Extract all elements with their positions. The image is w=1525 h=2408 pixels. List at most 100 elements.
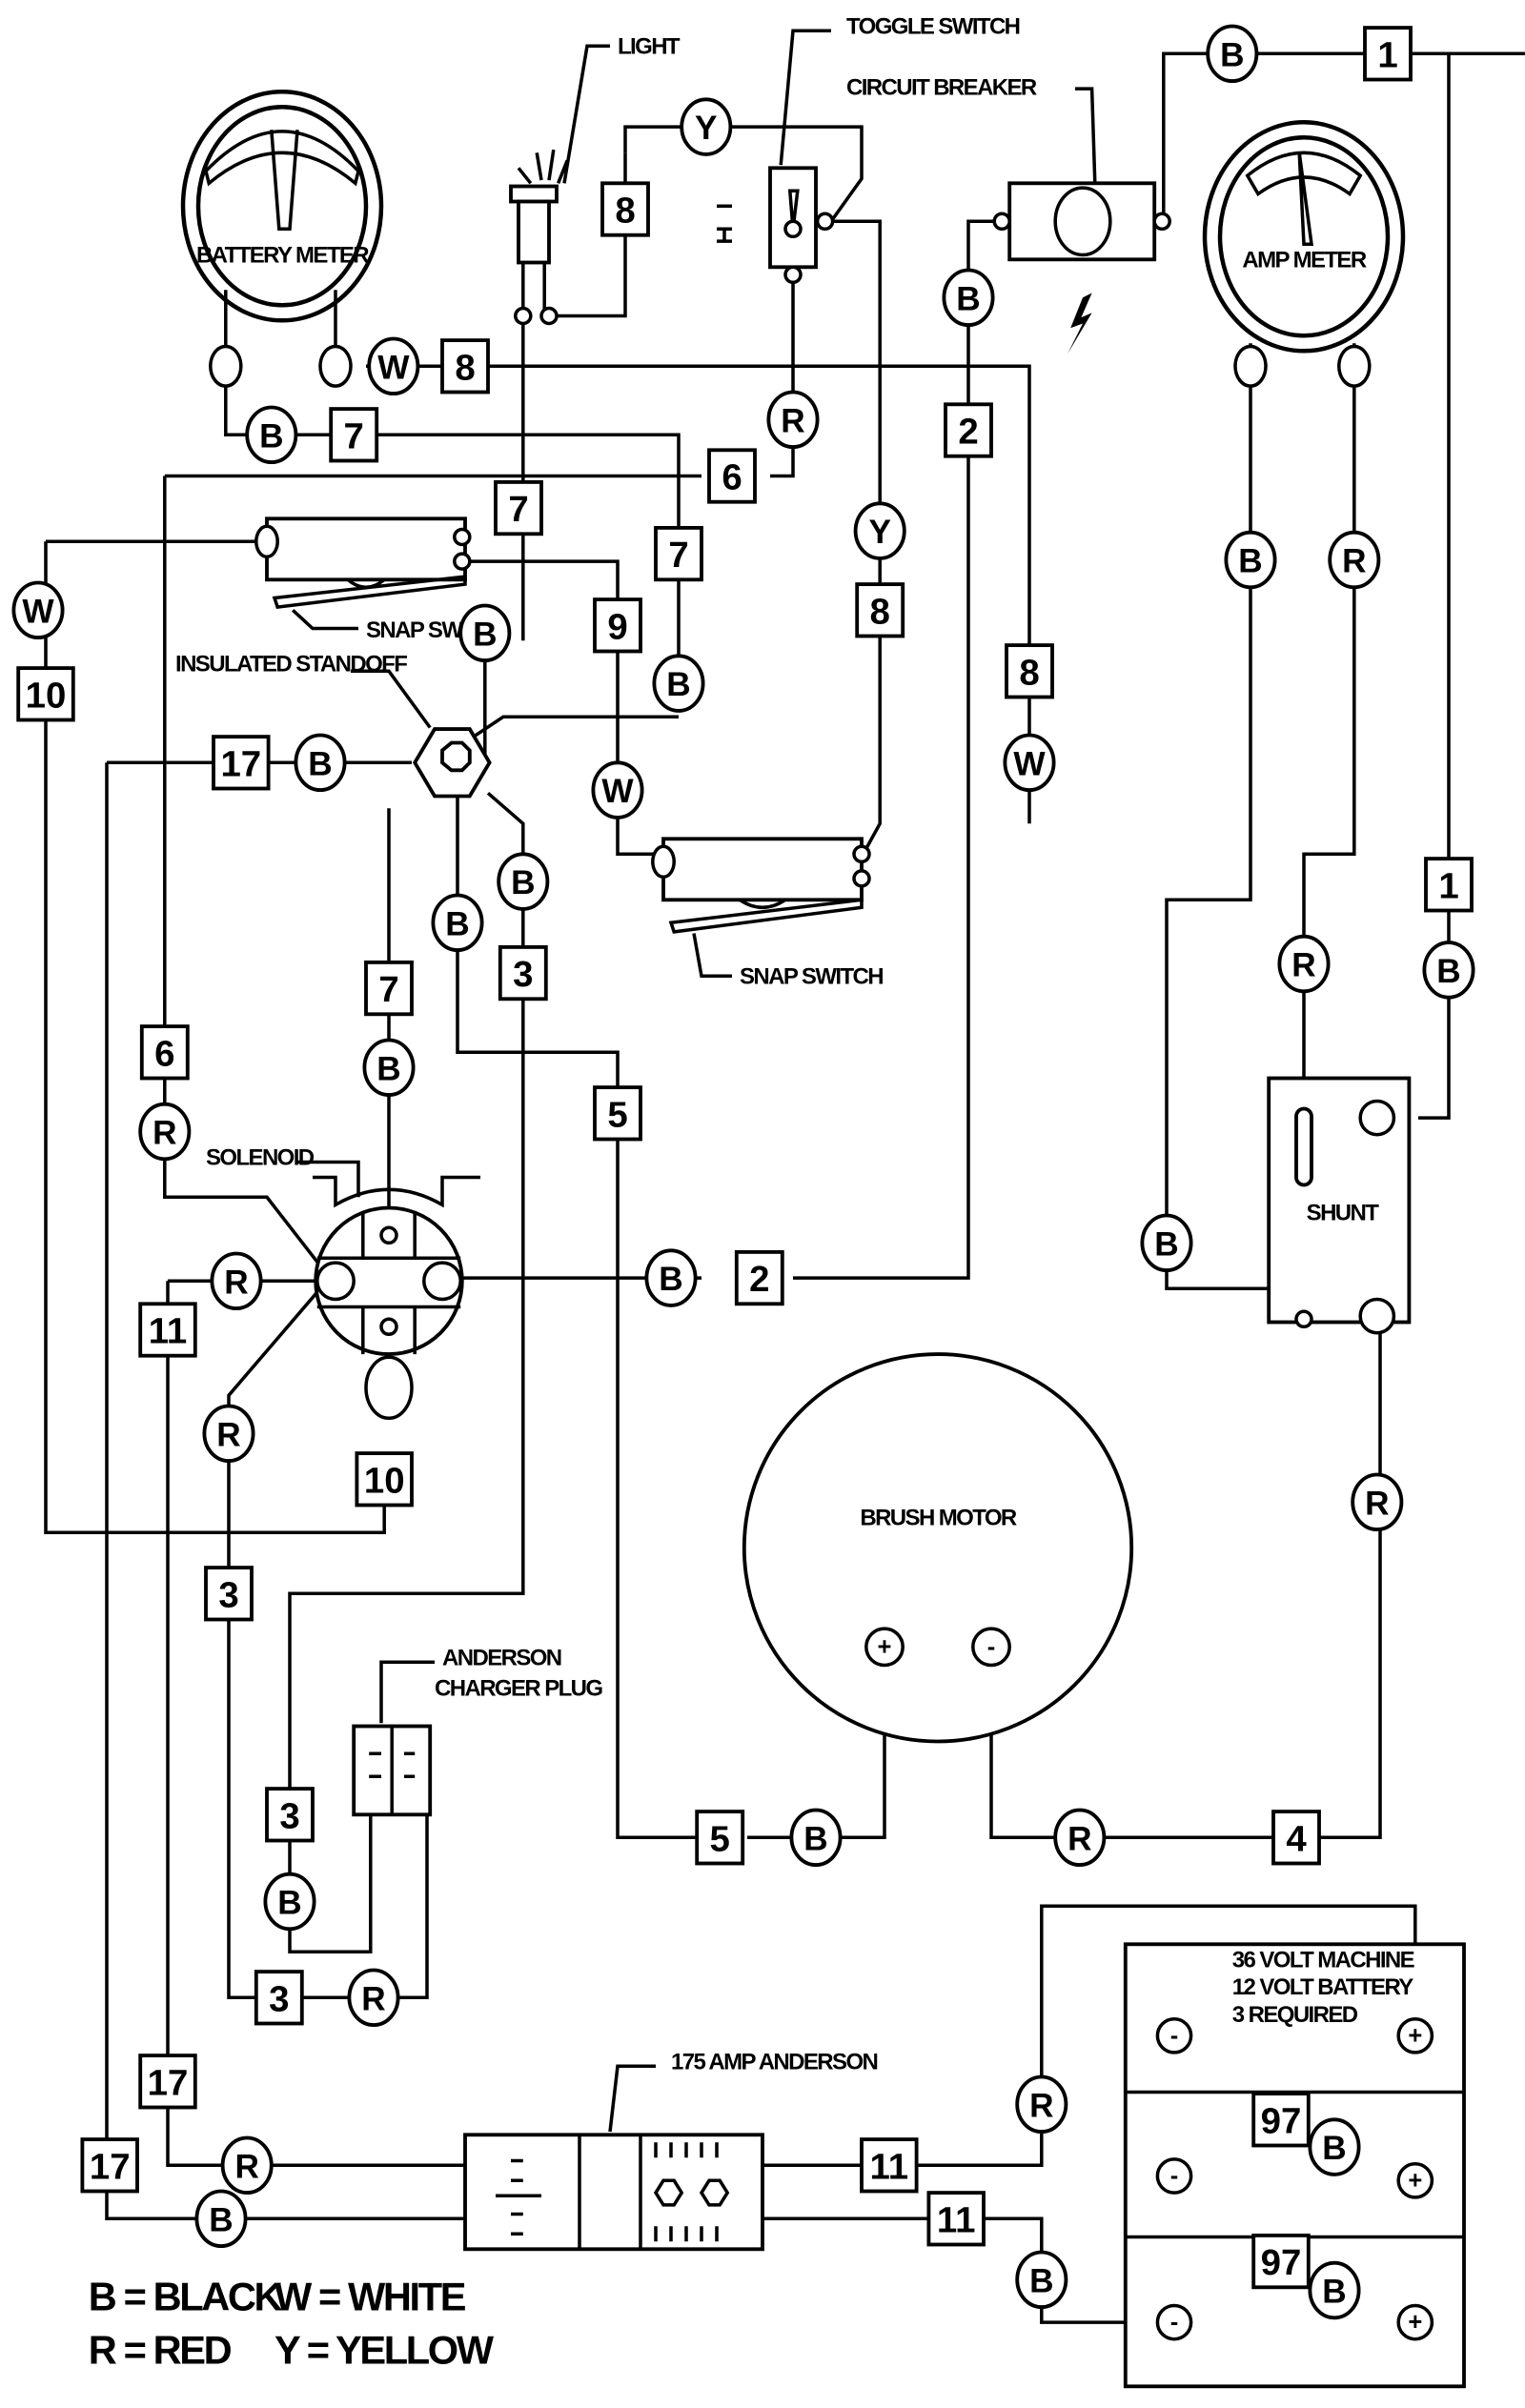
wire-number-box: 7 bbox=[329, 407, 379, 463]
wire-color-marker: R bbox=[1328, 530, 1381, 590]
marker-text: R bbox=[224, 1264, 248, 1301]
wire-color-marker: B bbox=[1422, 941, 1475, 1000]
wire-color-marker: B bbox=[458, 603, 512, 663]
marker-text: 1 bbox=[1438, 865, 1458, 906]
wire-color-marker: R bbox=[1053, 1808, 1107, 1868]
wire-number-box: 5 bbox=[593, 1085, 642, 1142]
marker-text: 10 bbox=[364, 1460, 405, 1501]
marker-text: R bbox=[361, 1980, 385, 2017]
marker-text: 17 bbox=[148, 2062, 189, 2103]
wire-number-box: 6 bbox=[707, 448, 757, 504]
solenoid-label: SOLENOID bbox=[206, 1145, 315, 1171]
wire-color-marker: B bbox=[294, 733, 347, 793]
solenoid: SOLENOID bbox=[206, 1145, 480, 1421]
marker-text: 7 bbox=[508, 489, 528, 530]
marker-text: 2 bbox=[749, 1259, 769, 1300]
toggle-switch-label: TOGGLE SWITCH bbox=[846, 14, 1020, 40]
battery-pack: 36 VOLT MACHINE 12 VOLT BATTERY 3 REQUIR… bbox=[1123, 1942, 1466, 2389]
marker-text: B bbox=[259, 417, 283, 455]
wire-color-marker: B bbox=[789, 1808, 843, 1868]
wire-number-box: 3 bbox=[204, 1566, 254, 1622]
wire-color-marker: B bbox=[497, 852, 550, 911]
insulated-standoff-label: INSULATED STANDOFF bbox=[175, 651, 407, 677]
wire-color-marker: R bbox=[1351, 1472, 1404, 1532]
wire-number-box: 8 bbox=[440, 338, 490, 395]
wire-color-marker: R bbox=[766, 390, 820, 450]
wire-number-box: 1 bbox=[1363, 26, 1413, 82]
toggle-switch: TOGGLE SWITCH bbox=[717, 14, 1021, 285]
marker-text: 97 bbox=[1261, 2242, 1302, 2283]
marker-text: W bbox=[1013, 745, 1046, 782]
wire-color-marker: B bbox=[1206, 24, 1259, 84]
wire-color-marker: B bbox=[1140, 1213, 1193, 1273]
wire-color-marker: W bbox=[1003, 733, 1056, 793]
marker-text: 7 bbox=[344, 415, 364, 456]
wire-color-marker: B bbox=[942, 268, 995, 328]
wire-color-marker: R bbox=[210, 1251, 263, 1311]
wire-number-box: 10 bbox=[16, 666, 75, 722]
wire-number-box: 3 bbox=[498, 944, 548, 1002]
wire-color-marker: B bbox=[1224, 530, 1277, 590]
plus-icon: + bbox=[1408, 2309, 1422, 2336]
anderson-175-connector: 175 AMP ANDERSON bbox=[463, 2050, 879, 2252]
brush-motor: BRUSH MOTOR + - bbox=[742, 1352, 1134, 1744]
plus-icon: + bbox=[1408, 2167, 1422, 2194]
circuit-breaker-label: CIRCUIT BREAKER bbox=[846, 75, 1037, 101]
wire-color-marker: B bbox=[1308, 2117, 1361, 2176]
wire-color-marker: B bbox=[194, 2189, 248, 2249]
legend-yellow: Y = YELLOW bbox=[274, 2327, 495, 2372]
wire-color-marker: W bbox=[591, 760, 644, 820]
marker-text: 17 bbox=[220, 743, 261, 784]
marker-text: 7 bbox=[668, 535, 688, 576]
marker-text: R bbox=[234, 2148, 258, 2185]
wire-color-marker: R bbox=[347, 1968, 400, 2028]
marker-text: 8 bbox=[615, 191, 635, 232]
marker-text: 5 bbox=[607, 1094, 627, 1135]
wire-number-box: 8 bbox=[1005, 643, 1054, 699]
amp-meter: AMP METER bbox=[1202, 120, 1406, 388]
wire-number-box: 8 bbox=[600, 181, 650, 237]
wire-number-box: 2 bbox=[734, 1249, 784, 1306]
wire-number-box: 17 bbox=[138, 2054, 197, 2110]
light: LIGHT bbox=[509, 33, 682, 326]
marker-text: B bbox=[277, 1885, 301, 1922]
wire-color-marker: B bbox=[263, 1872, 316, 1932]
marker-text: B bbox=[1154, 1225, 1178, 1263]
marker-text: 8 bbox=[1019, 652, 1039, 693]
marker-text: Y bbox=[868, 514, 890, 551]
minus-icon: - bbox=[1170, 2309, 1179, 2336]
marker-text: B bbox=[1029, 2262, 1053, 2299]
marker-text: 97 bbox=[1261, 2100, 1302, 2141]
plus-icon: + bbox=[878, 1633, 892, 1660]
marker-text: R bbox=[1029, 2087, 1053, 2124]
wire-number-box: 17 bbox=[80, 2137, 139, 2194]
marker-text: B bbox=[473, 616, 497, 653]
wire-color-marker: Y bbox=[680, 97, 733, 156]
amp-meter-label: AMP METER bbox=[1242, 247, 1366, 273]
brush-motor-label: BRUSH MOTOR bbox=[860, 1505, 1017, 1530]
wire-color-marker: B bbox=[652, 654, 705, 713]
battery-meter: BATTERY METER bbox=[180, 90, 384, 388]
marker-text: 4 bbox=[1286, 1818, 1307, 1859]
marker-text: R bbox=[1291, 947, 1315, 984]
marker-text: W bbox=[377, 349, 410, 386]
marker-text: Y bbox=[695, 110, 717, 147]
marker-text: B bbox=[1436, 953, 1460, 990]
wire-number-box: 7 bbox=[364, 960, 414, 1017]
wire-number-box: 3 bbox=[265, 1787, 315, 1843]
marker-text: B bbox=[511, 864, 535, 901]
marker-text: W bbox=[22, 593, 54, 630]
wire-number-box: 97 bbox=[1251, 2233, 1311, 2290]
wire-number-box: 7 bbox=[654, 525, 703, 582]
wire-number-box: 4 bbox=[1271, 1810, 1321, 1866]
marker-text: 8 bbox=[870, 591, 890, 632]
anderson-charger-plug: ANDERSON CHARGER PLUG bbox=[352, 1646, 604, 1817]
wire-number-box: 3 bbox=[254, 1970, 304, 2026]
marker-text: B bbox=[666, 666, 690, 703]
wire-number-box: 10 bbox=[355, 1451, 414, 1508]
marker-text: B bbox=[445, 905, 469, 942]
legend-black: B = BLACK bbox=[89, 2274, 283, 2318]
battery-note-1: 36 VOLT MACHINE bbox=[1232, 1947, 1415, 1973]
